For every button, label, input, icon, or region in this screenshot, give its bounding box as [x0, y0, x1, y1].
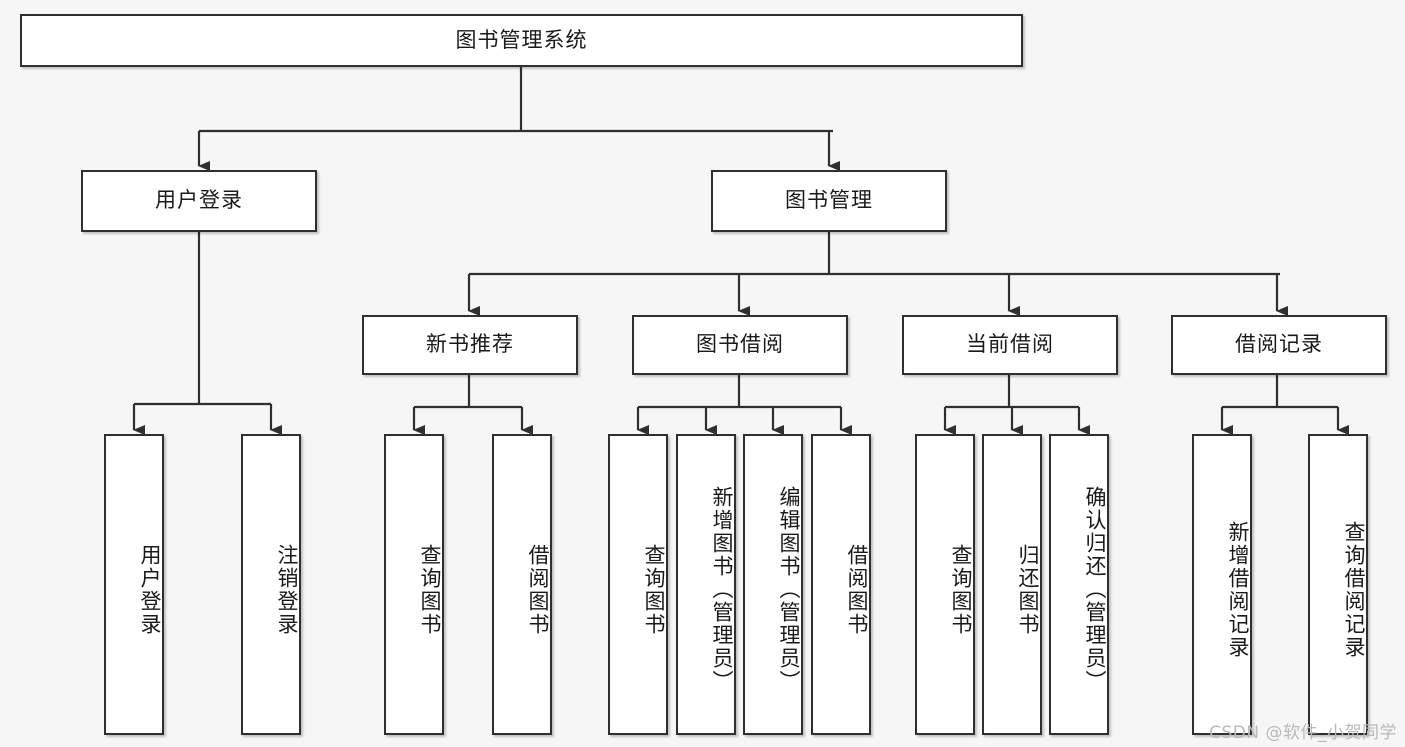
node-borrow-record[interactable]: 借阅记录: [1171, 315, 1387, 375]
leaf-query-book-3-label: 查询图书: [949, 543, 973, 636]
leaf-user-logout-label: 注销登录: [275, 543, 299, 636]
node-book-borrow-label: 图书借阅: [696, 332, 784, 357]
node-new-book-recommend-label: 新书推荐: [426, 332, 514, 357]
node-book-management-label: 图书管理: [785, 188, 873, 213]
leaf-borrow-book-1-label: 借阅图书: [526, 543, 550, 636]
leaf-add-book-label: 新增图书（管理员）: [710, 486, 734, 693]
leaf-user-logout[interactable]: 注销登录: [241, 434, 301, 735]
leaf-borrow-book-2[interactable]: 借阅图书: [811, 434, 871, 735]
leaf-query-book-3[interactable]: 查询图书: [915, 434, 975, 735]
leaf-add-record-label: 新增借阅记录: [1226, 520, 1250, 659]
watermark: CSDN @软件_小贺同学: [1209, 723, 1397, 743]
node-book-borrow[interactable]: 图书借阅: [632, 315, 848, 375]
node-borrow-record-label: 借阅记录: [1235, 332, 1323, 357]
leaf-edit-book[interactable]: 编辑图书（管理员）: [743, 434, 803, 735]
leaf-add-book[interactable]: 新增图书（管理员）: [676, 434, 736, 735]
node-root-label: 图书管理系统: [455, 27, 588, 52]
node-book-management[interactable]: 图书管理: [711, 170, 947, 232]
leaf-return-book-label: 归还图书: [1016, 543, 1040, 636]
leaf-query-record[interactable]: 查询借阅记录: [1308, 434, 1368, 735]
leaf-query-book-1-label: 查询图书: [418, 543, 442, 636]
leaf-return-book[interactable]: 归还图书: [982, 434, 1042, 735]
leaf-borrow-book-2-label: 借阅图书: [845, 543, 869, 636]
node-current-borrow-label: 当前借阅: [966, 332, 1054, 357]
leaf-query-book-1[interactable]: 查询图书: [384, 434, 444, 735]
leaf-borrow-book-1[interactable]: 借阅图书: [492, 434, 552, 735]
node-user-login[interactable]: 用户登录: [81, 170, 317, 232]
leaf-user-login[interactable]: 用户登录: [104, 434, 164, 735]
leaf-edit-book-label: 编辑图书（管理员）: [777, 486, 801, 693]
leaf-add-record[interactable]: 新增借阅记录: [1192, 434, 1252, 735]
leaf-query-record-label: 查询借阅记录: [1342, 520, 1366, 659]
leaf-query-book-2-label: 查询图书: [642, 543, 666, 636]
node-user-login-label: 用户登录: [155, 188, 243, 213]
leaf-confirm-return[interactable]: 确认归还（管理员）: [1049, 434, 1109, 735]
node-current-borrow[interactable]: 当前借阅: [902, 315, 1118, 375]
node-new-book-recommend[interactable]: 新书推荐: [362, 315, 578, 375]
leaf-confirm-return-label: 确认归还（管理员）: [1083, 486, 1107, 693]
leaf-query-book-2[interactable]: 查询图书: [608, 434, 668, 735]
leaf-user-login-label: 用户登录: [138, 543, 162, 636]
node-root[interactable]: 图书管理系统: [20, 14, 1023, 67]
